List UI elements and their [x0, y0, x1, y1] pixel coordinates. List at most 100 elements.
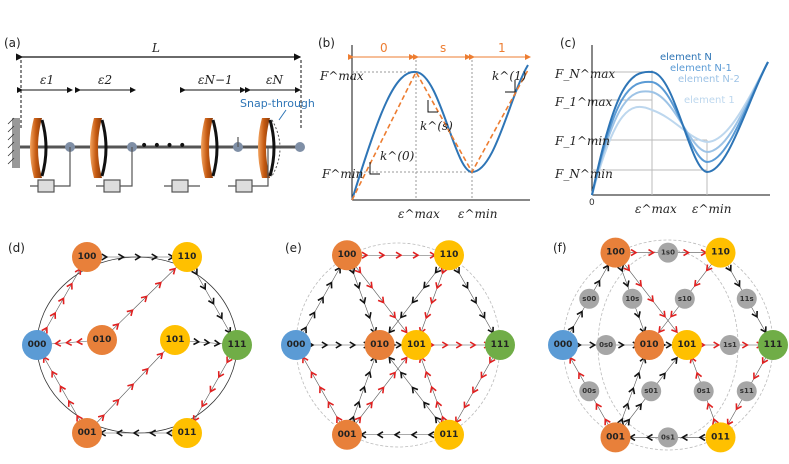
e-edge — [434, 416, 442, 424]
e-edge-line — [448, 255, 501, 346]
e-edge — [326, 281, 333, 289]
segment-label-0: 0 — [380, 41, 388, 55]
k1-label: k^(1) — [492, 69, 527, 83]
f-edge — [713, 341, 721, 349]
e-edge — [411, 296, 419, 304]
e-edge — [376, 431, 384, 439]
d-edge-line — [186, 344, 238, 434]
e-edge — [455, 341, 463, 349]
b-emin-label: ε^min — [458, 207, 497, 221]
f-edge — [665, 341, 673, 349]
e-edge — [354, 266, 362, 274]
state-label-1s0: 1s0 — [661, 249, 675, 257]
panel-c: (c) 0 element N element N-1 element N-2 … — [554, 36, 770, 216]
e-edge — [364, 312, 372, 320]
e-edge — [424, 312, 432, 320]
f-edge — [635, 279, 643, 288]
segment-label-s: s — [440, 41, 446, 55]
state-node-100 — [600, 237, 631, 268]
e-edge — [469, 341, 477, 349]
e-edge — [441, 341, 449, 349]
f-edge — [734, 280, 741, 288]
f-edge — [635, 402, 643, 411]
f-edge — [735, 403, 742, 411]
state-label-010: 010 — [93, 335, 112, 345]
f-edge — [617, 264, 625, 273]
state-label-110: 110 — [178, 252, 197, 262]
d-edge — [140, 295, 148, 303]
d-edge — [67, 399, 75, 407]
d-edge — [112, 322, 120, 330]
e-edge-line — [416, 255, 450, 346]
state-node-011 — [705, 422, 736, 453]
e-edge — [470, 296, 477, 305]
state-label-011: 011 — [440, 430, 459, 440]
d-edge — [132, 429, 140, 437]
d-edge — [51, 370, 58, 378]
state-node-000 — [281, 330, 311, 360]
e-edge — [412, 251, 420, 259]
state-label-001: 001 — [606, 432, 625, 442]
e-edge — [348, 267, 356, 275]
d-edge — [193, 337, 201, 346]
state-label-00s: 00s — [582, 387, 596, 395]
d-edge — [134, 253, 142, 261]
f-edge — [670, 310, 677, 318]
f-edge — [706, 402, 714, 410]
state-label-0s1: 0s1 — [697, 387, 711, 395]
e-edge — [429, 385, 437, 393]
state-node-100 — [72, 242, 102, 272]
state-node-101 — [671, 330, 702, 360]
d-edge — [226, 356, 233, 364]
e-edge — [487, 326, 494, 334]
e-edge — [389, 371, 397, 379]
f-edge — [760, 326, 767, 334]
d-edge — [75, 337, 83, 346]
d-edge — [64, 338, 73, 347]
f-edge — [671, 326, 678, 334]
f-edge — [753, 372, 760, 380]
e-edge — [388, 356, 396, 364]
panel-f-label: (f) — [553, 241, 567, 255]
d-edge — [76, 414, 83, 422]
e-edge — [378, 251, 386, 259]
d-edge — [54, 339, 62, 347]
d-edge — [49, 311, 57, 319]
d-edge — [208, 297, 215, 305]
state-node-11s — [736, 288, 757, 309]
f-edge — [569, 356, 576, 364]
state-label-100: 100 — [78, 252, 97, 262]
e-edge — [309, 311, 316, 319]
state-label-100: 100 — [606, 248, 625, 258]
k0-marker — [369, 162, 380, 175]
state-node-s01 — [641, 381, 662, 402]
d-edge — [203, 338, 211, 347]
e-edge — [410, 431, 418, 439]
f-edge — [726, 418, 734, 426]
strain-label-n1: εN−1 — [198, 73, 233, 87]
e-edge — [480, 371, 487, 379]
d-edge — [169, 267, 177, 275]
e-edge — [377, 386, 385, 394]
element-n1 — [201, 118, 243, 178]
e-edge — [435, 282, 443, 290]
e-edge — [354, 416, 362, 424]
d-edge-line — [101, 256, 188, 341]
e-edge — [366, 401, 373, 409]
d-edge — [216, 312, 223, 320]
d-edge — [151, 253, 159, 261]
e-edge — [334, 266, 341, 274]
state-node-s11 — [736, 381, 757, 402]
e-edge — [424, 370, 432, 378]
state-node-1s1 — [719, 335, 740, 355]
state-node-1s0 — [658, 242, 678, 263]
d-edge — [101, 253, 109, 261]
state-label-011: 011 — [711, 432, 730, 442]
d-edge — [199, 283, 207, 291]
d-edge-line — [36, 256, 88, 346]
b-piecewise-curve — [351, 69, 529, 201]
state-node-0s1 — [693, 381, 714, 402]
f-edge-line — [615, 344, 650, 438]
e-edge — [489, 356, 496, 364]
b-fmin-label: F^min — [321, 167, 363, 181]
